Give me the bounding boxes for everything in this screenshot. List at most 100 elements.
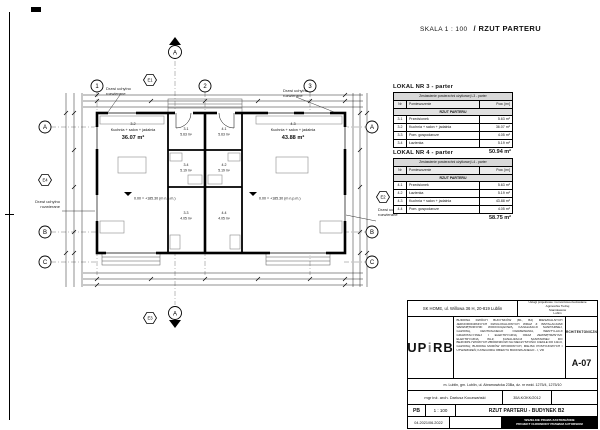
- table-row: 3.4 Łazienka 5.19 m²: [394, 138, 512, 147]
- cell-room-no: 3.4: [394, 139, 407, 147]
- cell-room-name: Przedsionek: [407, 181, 480, 189]
- edge-marker-labels: E1 E2 E3 E4: [42, 78, 386, 321]
- grid-label-a-right: A: [370, 125, 374, 131]
- section-arrow-icon: [169, 37, 181, 45]
- furniture: [99, 115, 343, 250]
- col-header-name: Pomieszczenie: [407, 100, 480, 108]
- empty-cell: [450, 417, 502, 428]
- room-stamp: 4.4: [222, 211, 227, 215]
- room-stamp-area: 5.63 m²: [218, 133, 230, 137]
- door-note-top-right: Drzwi uchylno rozwierane: [283, 88, 308, 98]
- col-header-area: Pow. [m²]: [480, 100, 512, 108]
- area-table-lokal-3: LOKAL NR 3 - parter Zestawienie powierzc…: [393, 84, 513, 155]
- page-title: / RZUT PARTERU: [473, 24, 542, 33]
- room-no-right: 4.3: [290, 122, 295, 126]
- area-table: Zestawienie powierzchni użytkowej L3 - p…: [393, 91, 513, 148]
- level-label-right: 0.00 = +185.30 (m n.p.m.): [259, 197, 301, 201]
- architect-name: mgr inż. arch. Dariusz Koczwański: [408, 391, 503, 405]
- cell-room-name: Pom. gospodarcze: [407, 131, 480, 139]
- level-triangle-icon: [124, 192, 132, 196]
- cell-room-area: 5.19 m²: [497, 141, 510, 145]
- room-stamp-area: 4.05 m²: [218, 217, 230, 221]
- stage-label: PB: [408, 405, 426, 417]
- door-note-left: Drzwi uchylno rozwierane: [35, 199, 60, 209]
- leader-lines: [62, 94, 377, 222]
- grid-label-b-right: B: [370, 230, 374, 236]
- cell-room-area: 36.07 m²: [495, 125, 510, 129]
- edge-label-e4: E4: [42, 178, 48, 183]
- room-stamp-area: 5.19 m²: [180, 169, 192, 173]
- table-row: 3.2 Kuchnia + salon + jadalnia 36.07 m²: [394, 122, 512, 131]
- scale-label: SKALA 1 : 100: [420, 26, 468, 33]
- room-stamp-area: 4.05 m²: [180, 217, 192, 221]
- grid-label-a-left: A: [43, 125, 47, 131]
- table-title: LOKAL NR 4 - parter: [393, 150, 454, 156]
- cell-room-name: Łazienka: [407, 139, 480, 147]
- dimension-ticks: [63, 92, 370, 288]
- col-header-nr: Nr: [394, 166, 407, 174]
- grid-bubbles: [38, 79, 379, 269]
- door-note-top-left: Drzwi uchylno rozwierane: [106, 86, 131, 96]
- room-stamp: 4.1: [222, 127, 227, 131]
- room-stamp: 3.1: [184, 127, 189, 131]
- cell-room-area: 43.88 m²: [495, 199, 510, 203]
- table-title: LOKAL NR 3 - parter: [393, 84, 454, 90]
- cell-room-name: Kuchnia + salon + jadalnia: [407, 123, 480, 131]
- cell-room-no: 3.3: [394, 131, 407, 139]
- site-location: m. Lublin, gm. Lublin, ul. Abramowicka 2…: [408, 379, 597, 391]
- building-walls: [95, 111, 347, 255]
- grid-label-c-left: C: [43, 260, 48, 266]
- fold-mark: [31, 7, 41, 12]
- grid-label-2: 2: [203, 84, 207, 90]
- edge-label-e2: E2: [380, 195, 386, 200]
- company-line: SK HOME, ul. Willowa 36 H, 20-819 Lublin: [408, 301, 518, 317]
- cell-room-no: 4.1: [394, 181, 407, 189]
- cell-room-no: 4.4: [394, 205, 407, 213]
- cell-room-area: 4.05 m²: [497, 207, 510, 211]
- section-label-bottom: A: [173, 311, 177, 317]
- dimension-lines: [65, 93, 368, 287]
- designer-info: Usługi projektowe i remontowo-budowlane …: [518, 301, 597, 317]
- room-no-left: 3.2: [130, 122, 135, 126]
- grid-bubble-labels: 1 2 3 A B C A B C: [43, 84, 375, 266]
- room-stamp: 3.3: [184, 211, 189, 215]
- edge-label-e3: E3: [147, 316, 153, 321]
- cell-room-name: Łazienka: [407, 189, 480, 197]
- room-labels: 3.2 Kuchnia + salon + jadalnia 36.07 m² …: [111, 122, 316, 221]
- rights-banner: WSZELKIE PRAWA ZASTRZEŻONE PROJEKT CHRON…: [502, 417, 597, 428]
- col-header-nr: Nr: [394, 100, 407, 108]
- table-row: 3.1 Przedsionek 5.63 m²: [394, 114, 512, 123]
- level-triangle-icon: [249, 192, 257, 196]
- cell-room-area: 5.63 m²: [497, 117, 510, 121]
- cell-room-name: Przedsionek: [407, 115, 480, 123]
- col-header-area: Pow. [m²]: [480, 166, 512, 174]
- table-header: Zestawienie powierzchni użytkowej L4 - p…: [394, 158, 512, 166]
- sheet-header: SKALA 1 : 100 / RZUT PARTERU: [420, 24, 541, 33]
- cell-room-no: 4.2: [394, 189, 407, 197]
- fold-tick: [5, 214, 14, 215]
- section-arrow-icon: [169, 320, 181, 328]
- fold-line: [9, 12, 10, 420]
- cell-room-area: 4.05 m²: [497, 133, 510, 137]
- cell-room-no: 4.3: [394, 197, 407, 205]
- grid-label-b-left: B: [43, 230, 47, 236]
- floor-plan-drawing: 3.2 Kuchnia + salon + jadalnia 36.07 m² …: [38, 37, 390, 328]
- project-description: BUDOWA DWÓCH BUDYNKÓW (B1, B2) MIESZKALN…: [454, 317, 566, 379]
- table-total: 50.94 m²: [488, 149, 511, 155]
- room-stamp: 3.4: [184, 163, 189, 167]
- cell-room-name: Pom. gospodarcze: [407, 205, 480, 213]
- area-table: Zestawienie powierzchni użytkowej L4 - p…: [393, 157, 513, 214]
- title-block: SK HOME, ul. Willowa 36 H, 20-819 Lublin…: [407, 300, 598, 429]
- level-markers: 0.00 = +185.30 (m n.p.m.) 0.00 = +185.30…: [124, 192, 301, 201]
- edge-markers: [38, 74, 390, 324]
- drawing-date: 04.2021/06.2022: [408, 417, 450, 428]
- table-header: Zestawienie powierzchni użytkowej L3 - p…: [394, 92, 512, 100]
- table-row: 3.3 Pom. gospodarcze 4.05 m²: [394, 130, 512, 139]
- drawing-number: A-07: [566, 347, 597, 379]
- table-total: 58.75 m²: [488, 215, 511, 221]
- table-row: 4.1 Przedsionek 5.63 m²: [394, 180, 512, 189]
- table-row: 4.4 Pom. gospodarcze 4.05 m²: [394, 204, 512, 213]
- table-section-label: RZUT PARTERU: [394, 108, 512, 115]
- table-row: 4.3 Kuchnia + salon + jadalnia 43.88 m²: [394, 196, 512, 205]
